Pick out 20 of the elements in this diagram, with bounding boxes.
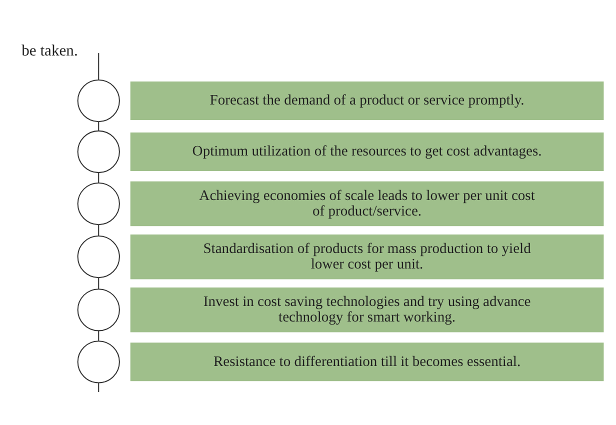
node-circle [77,235,120,278]
node-circle [77,182,120,225]
node-circle [77,340,120,383]
connector [98,382,100,392]
connector [98,121,100,130]
node-circle [77,78,120,122]
connector [98,172,100,182]
node-box: Resistance to differentiation till it becomes essential. [130,342,604,381]
connector [98,277,100,288]
node-box: Achieving economies of scale leads to lower per unit cost of product/service. [130,180,604,226]
node-box: Standardisation of products for mass production to yield lower cost per unit. [130,234,604,279]
node-circle [77,130,120,173]
connector [98,52,100,80]
node-box: Optimum utilization of the resources to get cost advantages. [130,132,604,171]
node-box: Invest in cost saving technologies and try using advance technology for smart working. [130,287,604,332]
node-box: Forecast the demand of a product or service promptly. [130,81,604,120]
node-circle [77,288,120,331]
connector [98,224,100,236]
label: be taken. [22,42,78,60]
connector [98,330,100,340]
